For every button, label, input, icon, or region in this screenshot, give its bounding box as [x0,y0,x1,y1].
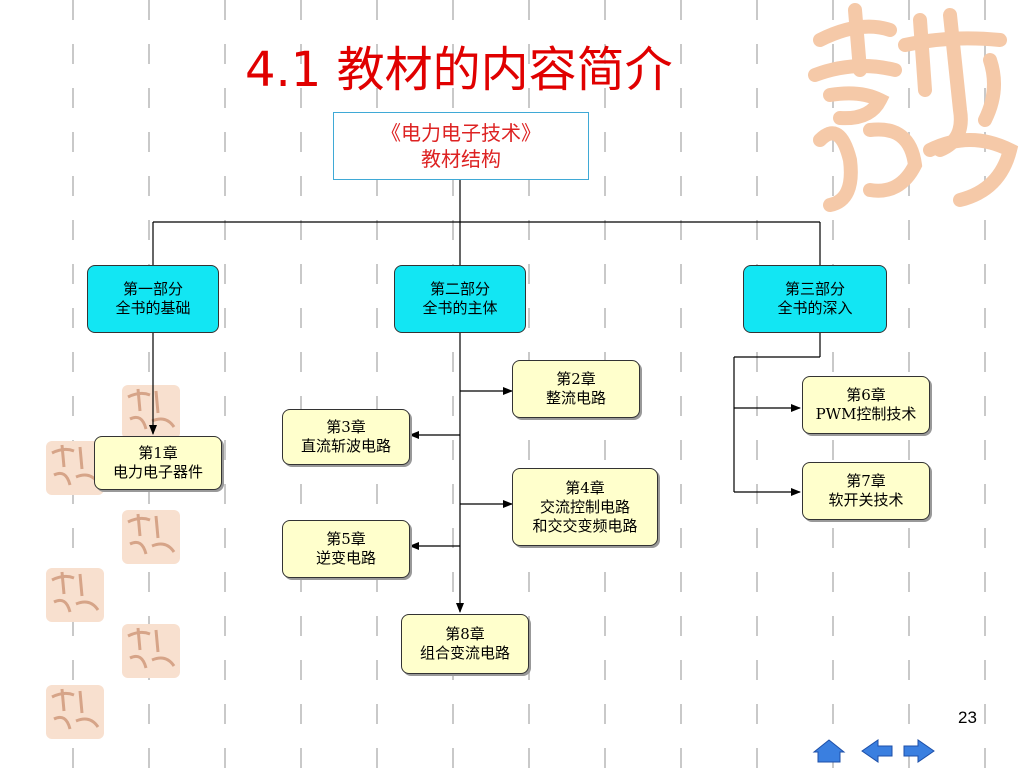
seal-decoration [122,385,180,439]
seal-decoration [46,568,104,622]
chapter-number: 第8章 [445,625,485,643]
chapter-number: 第2章 [556,370,596,388]
chapter-title: 组合变流电路 [419,644,510,662]
chapter-title: 软开关技术 [828,491,904,509]
chapter-title: PWM控制技术 [815,405,917,423]
part-description: 全书的基础 [115,299,191,317]
chapter-node-8: 第8章 组合变流电路 [401,614,529,674]
chapter-node-5: 第5章 逆变电路 [282,520,410,578]
part-label: 第一部分 [122,280,183,298]
chapter-number: 第7章 [846,472,886,490]
seal-decoration [46,441,104,495]
root-subtitle: 教材结构 [421,147,501,171]
seal-decoration [122,510,180,564]
part-label: 第三部分 [784,280,845,298]
arrow-right-icon[interactable] [902,738,936,764]
page-number: 23 [958,708,977,727]
root-node-textbook-structure: 《电力电子技术》 教材结构 [333,112,589,180]
part-label: 第二部分 [429,280,490,298]
chapter-title: 直流斩波电路 [300,437,391,455]
seal-decoration [46,685,104,739]
chapter-title: 电力电子器件 [112,463,203,481]
part-node-2: 第二部分 全书的主体 [394,265,526,333]
chapter-number: 第5章 [326,530,366,548]
part-node-1: 第一部分 全书的基础 [87,265,219,333]
calligraphy-decoration [808,3,1019,212]
chapter-title: 逆变电路 [315,549,376,567]
chapter-node-3: 第3章 直流斩波电路 [282,409,410,465]
seal-decoration [122,624,180,678]
part-node-3: 第三部分 全书的深入 [743,265,887,333]
slide-title: 4.1 教材的内容简介 [245,42,673,98]
home-icon[interactable] [812,738,846,764]
chapter-title-cont: 和交交变频电路 [532,516,638,535]
root-title: 《电力电子技术》 [381,121,541,145]
chapter-node-1: 第1章 电力电子器件 [94,436,222,490]
chapter-node-4: 第4章 交流控制电路 和交交变频电路 [512,468,658,546]
part-description: 全书的深入 [777,299,853,317]
chapter-number: 第4章 [565,478,605,497]
chapter-number: 第3章 [326,418,366,436]
chapter-number: 第6章 [846,386,886,404]
chapter-number: 第1章 [138,444,178,462]
chapter-title: 整流电路 [545,389,606,407]
arrow-left-icon[interactable] [860,738,894,764]
chapter-title: 交流控制电路 [539,497,630,516]
chapter-node-7: 第7章 软开关技术 [802,462,930,520]
part-description: 全书的主体 [422,299,498,317]
chapter-node-2: 第2章 整流电路 [512,360,640,418]
chapter-node-6: 第6章 PWM控制技术 [802,376,930,434]
